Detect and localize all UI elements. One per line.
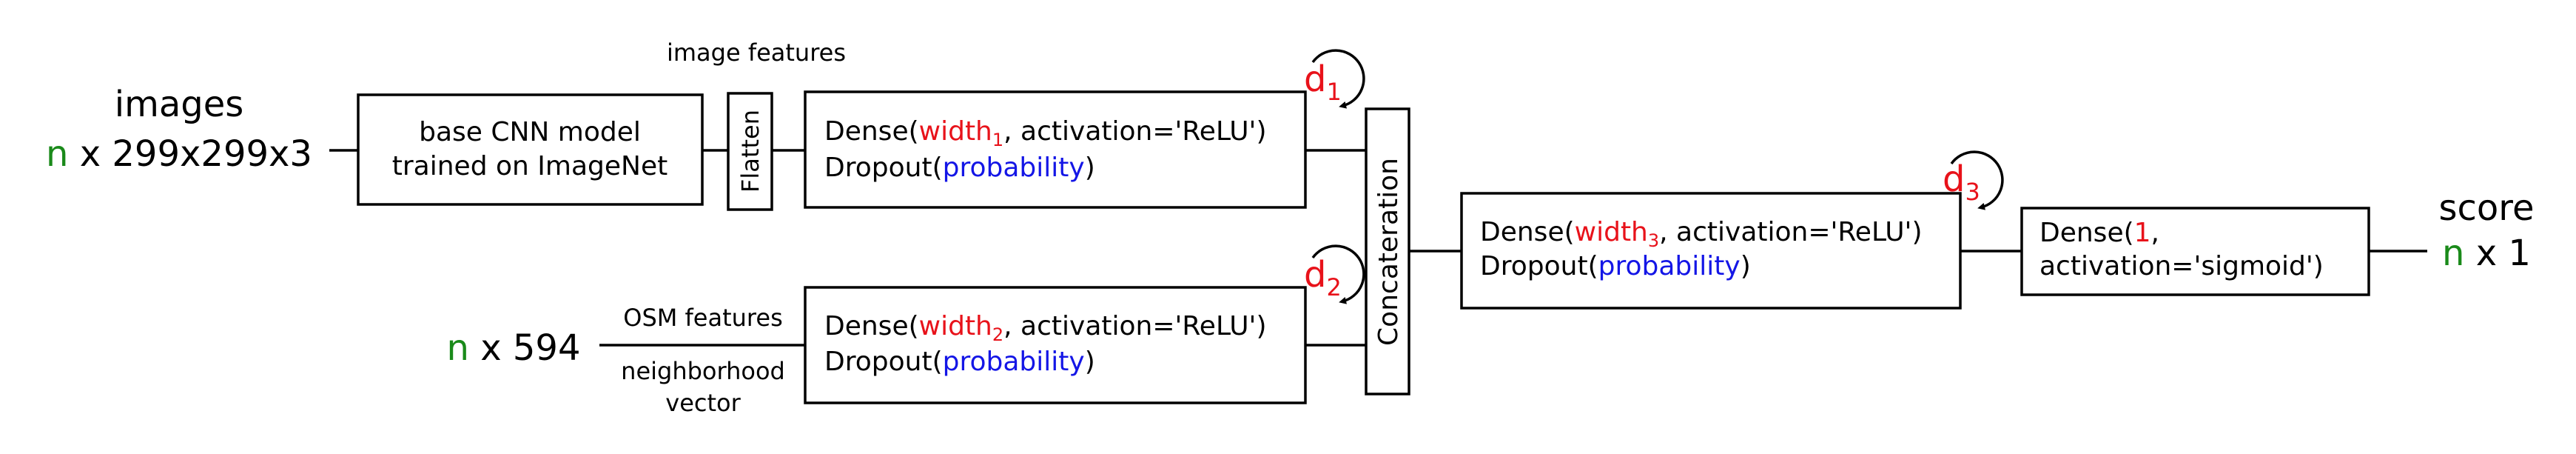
dense2-line2: Dropout(probability) xyxy=(824,347,1095,377)
dense1-line1: Dense(width1, activation='ReLU') xyxy=(824,116,1267,150)
dense1-line2: Dropout(probability) xyxy=(824,153,1095,183)
dense-out-line1: Dense(1, xyxy=(2039,218,2159,248)
flatten-box xyxy=(727,92,773,211)
dense1-box xyxy=(804,90,1307,209)
loop-d1-icon xyxy=(1311,49,1365,109)
cnn-box xyxy=(357,93,704,206)
neighborhood-label-line2: vector xyxy=(665,389,741,417)
dense3-line1: Dense(width3, activation='ReLU') xyxy=(1480,217,1923,251)
osm-features-label: OSM features xyxy=(623,304,782,332)
cnn-line2: trained on ImageNet xyxy=(392,151,667,181)
concatenation-label: Concateration xyxy=(1373,158,1404,346)
concat-box xyxy=(1365,107,1410,395)
neighborhood-label-line1: neighborhood xyxy=(621,357,785,385)
loop-d1-label: d1 xyxy=(1304,59,1342,106)
loop-d2-label: d2 xyxy=(1304,254,1342,301)
images-label: images xyxy=(115,84,244,125)
dense3-box xyxy=(1460,192,1962,310)
score-shape: n x 1 xyxy=(2442,233,2531,274)
loop-d2-icon xyxy=(1311,244,1365,304)
dense3-line2: Dropout(probability) xyxy=(1480,251,1751,281)
images-shape: n x 299x299x3 xyxy=(46,133,312,175)
dense2-box xyxy=(804,286,1307,404)
flatten-label: Flatten xyxy=(736,110,764,193)
osm-shape: n x 594 xyxy=(447,327,581,369)
dense2-line1: Dense(width2, activation='ReLU') xyxy=(824,311,1267,345)
loop-d3-icon xyxy=(1950,150,2004,210)
image-features-label: image features xyxy=(667,39,846,67)
dense-out-box xyxy=(2020,207,2370,296)
score-label: score xyxy=(2439,187,2535,229)
loop-d3-label: d3 xyxy=(1943,158,1980,206)
cnn-line1: base CNN model xyxy=(419,117,641,147)
dense-out-line2: activation='sigmoid') xyxy=(2039,251,2324,281)
